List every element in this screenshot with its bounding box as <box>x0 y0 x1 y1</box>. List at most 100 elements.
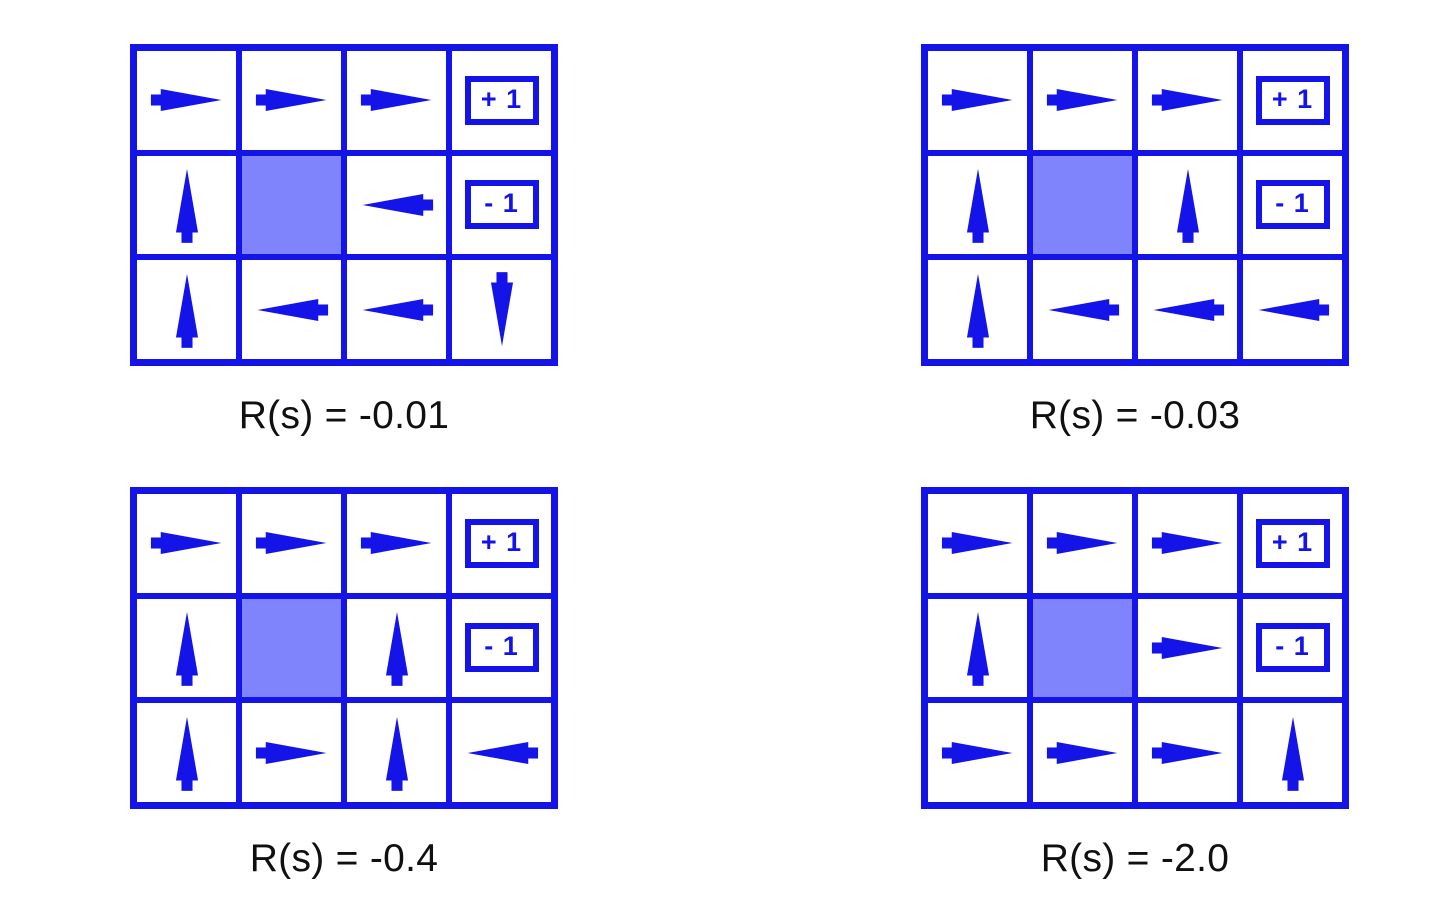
arrow-right-icon <box>356 77 438 123</box>
policy-cell-right[interactable] <box>928 703 1027 802</box>
policy-cell-right[interactable] <box>1138 51 1237 150</box>
policy-panel: + 1 - 1 R(s) = -0.03 <box>921 44 1351 438</box>
policy-cell-left[interactable] <box>1033 260 1132 359</box>
arrow-right-icon <box>1042 77 1124 123</box>
policy-cell-left[interactable] <box>1138 260 1237 359</box>
arrow-right-icon <box>251 520 333 566</box>
policy-cell-right[interactable] <box>1138 598 1237 698</box>
arrow-up-icon <box>164 605 210 691</box>
arrow-left-icon <box>1042 287 1124 333</box>
arrow-up-icon <box>955 267 1001 353</box>
policy-cell-up[interactable] <box>1243 703 1342 802</box>
policy-cell-right[interactable] <box>1033 51 1132 150</box>
arrow-left-icon <box>1252 287 1334 333</box>
gridworld-grid: + 1 - 1 <box>921 44 1349 366</box>
reward-badge-negative: - 1 <box>464 623 539 673</box>
arrow-up-icon <box>164 267 210 353</box>
arrow-left-icon <box>1147 287 1229 333</box>
terminal-cell-positive[interactable]: + 1 <box>1243 494 1342 593</box>
policy-cell-right[interactable] <box>137 51 236 150</box>
policy-cell-down[interactable] <box>452 260 551 359</box>
policy-cell-up[interactable] <box>928 155 1027 255</box>
gridworld-grid: + 1 - 1 <box>921 487 1349 809</box>
policy-cell-right[interactable] <box>347 494 446 593</box>
policy-cell-right[interactable] <box>1033 494 1132 593</box>
reward-badge-negative: - 1 <box>1255 180 1330 230</box>
arrow-right-icon <box>1147 77 1229 123</box>
reward-badge-positive: + 1 <box>464 518 539 568</box>
panel-caption: R(s) = -0.4 <box>249 837 439 880</box>
policy-cell-up[interactable] <box>1138 155 1237 255</box>
terminal-cell-negative[interactable]: - 1 <box>452 155 551 255</box>
policy-cell-left[interactable] <box>347 260 446 359</box>
arrow-left-icon <box>356 287 438 333</box>
arrow-right-icon <box>937 730 1019 776</box>
policy-cell-up[interactable] <box>928 260 1027 359</box>
wall-cell <box>1033 598 1132 698</box>
reward-badge-negative: - 1 <box>1255 623 1330 673</box>
policy-cell-up[interactable] <box>137 598 236 698</box>
gridworld-grid: + 1 - 1 <box>130 44 558 366</box>
policy-cell-up[interactable] <box>347 703 446 802</box>
policy-cell-right[interactable] <box>1138 703 1237 802</box>
terminal-cell-positive[interactable]: + 1 <box>452 51 551 150</box>
policy-cell-right[interactable] <box>1033 703 1132 802</box>
arrow-up-icon <box>1270 710 1316 796</box>
policy-cell-right[interactable] <box>242 494 341 593</box>
arrow-up-icon <box>164 710 210 796</box>
gridworld-grid: + 1 - 1 <box>130 487 558 809</box>
arrow-right-icon <box>1042 520 1124 566</box>
policy-cell-left[interactable] <box>452 703 551 802</box>
reward-badge-negative: - 1 <box>464 180 539 230</box>
arrow-right-icon <box>1147 730 1229 776</box>
policy-cell-right[interactable] <box>242 51 341 150</box>
arrow-right-icon <box>146 520 228 566</box>
arrow-right-icon <box>356 520 438 566</box>
policy-cell-left[interactable] <box>347 155 446 255</box>
wall-cell <box>1033 155 1132 255</box>
policy-cell-right[interactable] <box>137 494 236 593</box>
policy-cell-right[interactable] <box>928 494 1027 593</box>
arrow-up-icon <box>164 162 210 248</box>
policy-cell-up[interactable] <box>137 703 236 802</box>
policy-cell-up[interactable] <box>137 260 236 359</box>
policy-cell-up[interactable] <box>928 598 1027 698</box>
arrow-right-icon <box>937 77 1019 123</box>
terminal-cell-positive[interactable]: + 1 <box>452 494 551 593</box>
terminal-cell-negative[interactable]: - 1 <box>1243 155 1342 255</box>
arrow-up-icon <box>955 162 1001 248</box>
policy-cell-left[interactable] <box>242 260 341 359</box>
arrow-up-icon <box>374 710 420 796</box>
arrow-up-icon <box>374 605 420 691</box>
policy-panel: + 1 - 1 R(s) = -0.4 <box>130 487 560 881</box>
panel-caption: R(s) = -0.03 <box>1029 394 1241 437</box>
policy-panel: + 1 - 1 R(s) = -2.0 <box>921 487 1351 881</box>
policy-cell-up[interactable] <box>137 155 236 255</box>
arrow-right-icon <box>1147 520 1229 566</box>
arrow-right-icon <box>1147 625 1229 671</box>
reward-badge-positive: + 1 <box>1255 75 1330 125</box>
arrow-left-icon <box>251 287 333 333</box>
terminal-cell-negative[interactable]: - 1 <box>452 598 551 698</box>
arrow-right-icon <box>146 77 228 123</box>
reward-badge-positive: + 1 <box>1255 518 1330 568</box>
arrow-right-icon <box>251 77 333 123</box>
arrow-up-icon <box>1165 162 1211 248</box>
terminal-cell-negative[interactable]: - 1 <box>1243 598 1342 698</box>
reward-badge-positive: + 1 <box>464 75 539 125</box>
policy-cell-right[interactable] <box>242 703 341 802</box>
policy-cell-right[interactable] <box>1138 494 1237 593</box>
policy-cell-left[interactable] <box>1243 260 1342 359</box>
terminal-cell-positive[interactable]: + 1 <box>1243 51 1342 150</box>
policy-cell-right[interactable] <box>928 51 1027 150</box>
arrow-right-icon <box>937 520 1019 566</box>
panel-caption: R(s) = -2.0 <box>1040 837 1230 880</box>
arrow-right-icon <box>1042 730 1124 776</box>
wall-cell <box>242 598 341 698</box>
policy-cell-up[interactable] <box>347 598 446 698</box>
arrow-right-icon <box>251 730 333 776</box>
arrow-down-icon <box>479 267 525 353</box>
policy-cell-right[interactable] <box>347 51 446 150</box>
